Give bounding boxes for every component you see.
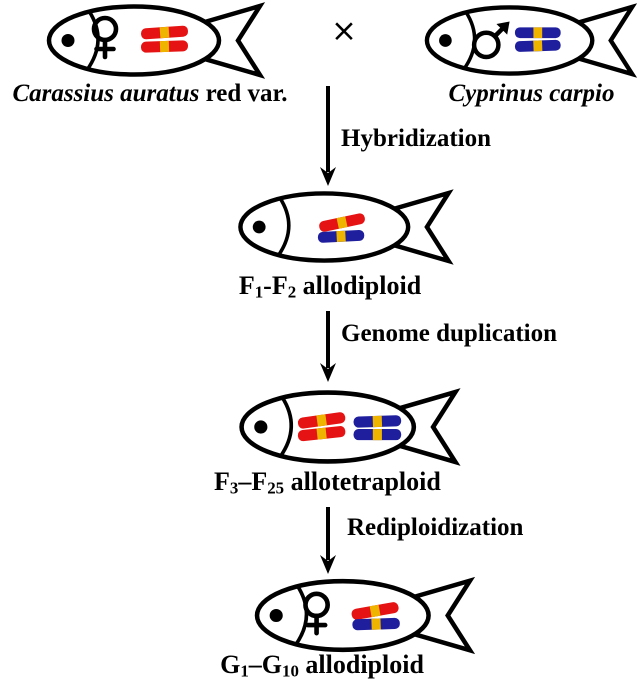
fish-carassius-parent — [46, 3, 266, 78]
label-f3-f25: F3–F25 allotetraploid — [214, 467, 441, 498]
arrow-rediploidization — [320, 507, 336, 574]
label-cyprinus: Cyprinus carpio — [448, 80, 615, 107]
label-f1-f2: F1-F2 allodiploid — [238, 271, 422, 302]
cross-icon: × — [331, 13, 357, 49]
fish-outline — [242, 392, 456, 462]
arrow-genome-duplication — [320, 311, 336, 382]
fish-g1-g10 — [254, 577, 476, 654]
label-carassius: Carassius auratus red var. — [12, 80, 288, 107]
male-symbol-icon — [471, 21, 510, 60]
label-rediploidization: Rediploidization — [347, 514, 524, 541]
arrow-hybridization — [320, 86, 336, 186]
chromosome-blue-icon — [352, 617, 400, 631]
label-genome-duplication: Genome duplication — [341, 320, 557, 347]
label-g1-g10: G1–G10 allodiploid — [220, 650, 424, 681]
fish-cyprinus-parent — [424, 3, 638, 78]
female-symbol-icon — [303, 591, 330, 636]
fish-f3-f25 — [238, 389, 462, 465]
chromosome-blue-icon — [353, 415, 402, 428]
label-hybridization: Hybridization — [341, 125, 492, 152]
chromosome-blue-icon — [353, 429, 402, 441]
fish-f1-f2 — [235, 190, 457, 264]
female-symbol-icon — [91, 15, 119, 60]
